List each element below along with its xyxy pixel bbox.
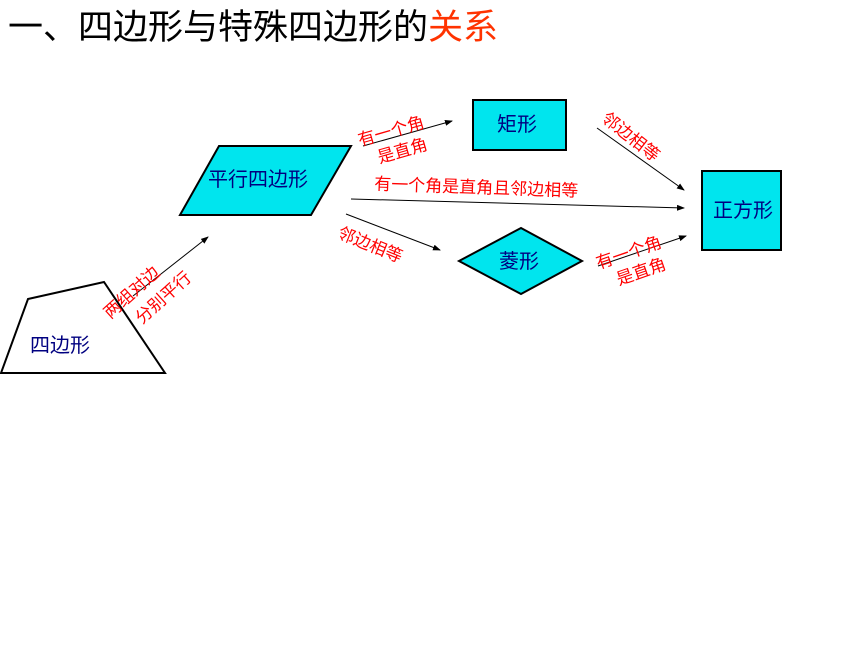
- arrow-rectangle-to-square: [596, 127, 685, 191]
- square-shape: [701, 170, 782, 251]
- rectangle-label: 矩形: [497, 112, 537, 136]
- rectangle-shape: [472, 99, 567, 151]
- rhombus-label: 菱形: [499, 249, 539, 273]
- arrow-parallelogram-to-rectangle: [362, 120, 453, 147]
- title-main: 一、四边形与特殊四边形的: [8, 8, 429, 48]
- arrow-parallelogram-to-rhombus: [345, 213, 441, 251]
- arrow-quad-to-parallelogram: [132, 236, 209, 297]
- arrow-rhombus-to-square: [597, 235, 687, 267]
- page-title: 一、四边形与特殊四边形的关系: [8, 4, 498, 52]
- rhombus-shape: [456, 226, 585, 296]
- square-label: 正方形: [713, 198, 773, 222]
- condition-para-to-square: 有一个角是直角且邻边相等: [374, 175, 579, 202]
- title-highlight: 关系: [428, 8, 499, 48]
- parallelogram-shape: [178, 145, 353, 216]
- condition-rect-to-square: 邻边相等: [597, 109, 663, 167]
- parallelogram-label: 平行四边形: [208, 167, 308, 191]
- condition-para-to-rhombus: 邻边相等: [335, 223, 406, 267]
- arrow-parallelogram-to-square: [350, 198, 685, 211]
- quadrilateral-shape: [0, 280, 167, 374]
- quadrilateral-label: 四边形: [30, 333, 90, 357]
